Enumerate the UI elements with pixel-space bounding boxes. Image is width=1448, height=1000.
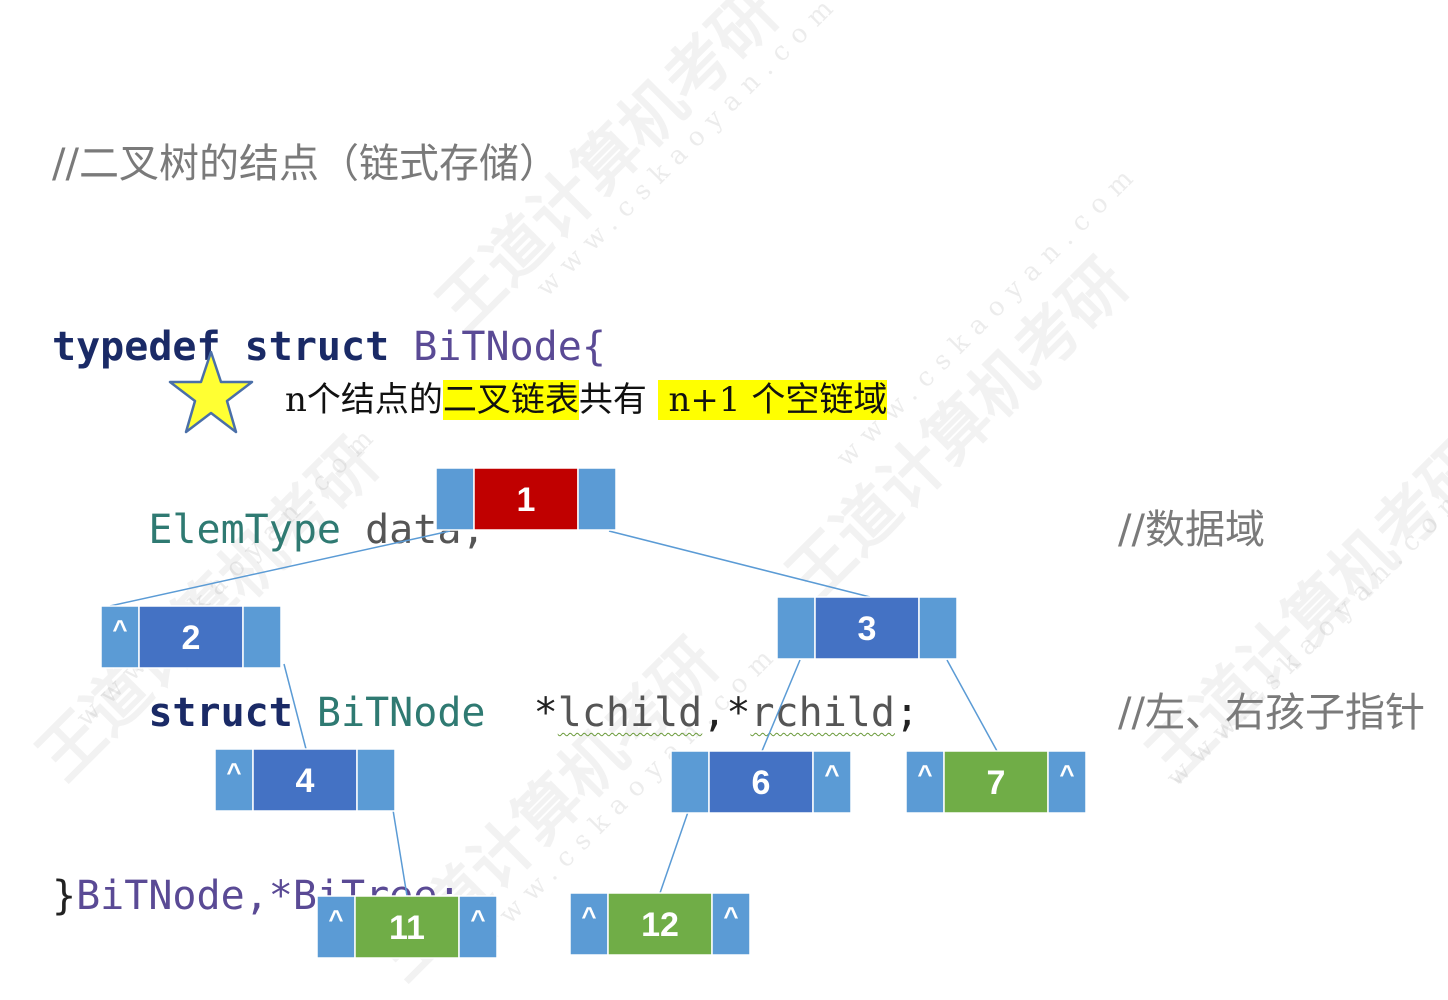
lchild-pointer-cell bbox=[776, 596, 816, 660]
node-label: 11 bbox=[389, 909, 425, 947]
null-left-pointer: ^ bbox=[226, 757, 241, 787]
tree-edge bbox=[608, 530, 871, 598]
tree-node-4: 4^ bbox=[214, 748, 396, 812]
lchild-pointer-cell bbox=[670, 750, 710, 814]
tree-node-3: 3 bbox=[776, 596, 958, 660]
tree-node-6: 6^ bbox=[670, 750, 852, 814]
lchild-pointer-cell bbox=[435, 467, 475, 531]
node-label: 7 bbox=[987, 764, 1006, 802]
tree-node-1: 1 bbox=[435, 467, 617, 531]
code-line-children: struct BiTNode *lchild,*rchild;//左、右孩子指针 bbox=[52, 683, 1425, 744]
rchild-pointer-cell bbox=[356, 748, 396, 812]
code-comment-data: //数据域 bbox=[1118, 507, 1265, 553]
data-cell bbox=[252, 748, 358, 812]
note-text-1: n个结点的 bbox=[285, 380, 443, 420]
null-right-pointer: ^ bbox=[1059, 759, 1074, 789]
rchild-pointer-cell bbox=[918, 596, 958, 660]
data-cell bbox=[607, 892, 713, 956]
tree-node-7: 7 ^ ^ bbox=[905, 750, 1087, 814]
data-cell bbox=[354, 895, 460, 959]
node-label: 2 bbox=[182, 619, 201, 657]
code-line-comment: //二叉树的结点（链式存储） bbox=[52, 134, 919, 195]
tree-edge bbox=[283, 663, 307, 750]
note-text-2: 共有 bbox=[578, 380, 647, 420]
lchild-pointer-cell bbox=[214, 748, 254, 812]
rchild-pointer-cell bbox=[1047, 750, 1087, 814]
code-star-2: * bbox=[726, 690, 751, 736]
tree-node-11: 11 ^ ^ bbox=[316, 895, 498, 959]
node-label: 3 bbox=[858, 610, 877, 648]
star-icon bbox=[168, 350, 254, 434]
code-comma: , bbox=[702, 690, 727, 736]
tree-node-12: 12 ^ ^ bbox=[569, 892, 751, 956]
empty-link-fields-note: n个结点的二叉链表共有 n+1 个空链域 bbox=[285, 372, 888, 421]
code-bitnode-type: BiTNode bbox=[316, 690, 486, 736]
code-struct-name: BiTNode{ bbox=[413, 324, 606, 370]
null-left-pointer: ^ bbox=[328, 904, 343, 934]
tree-edge bbox=[659, 811, 689, 894]
data-cell bbox=[708, 750, 814, 814]
data-cell bbox=[473, 467, 579, 531]
null-right-pointer: ^ bbox=[470, 904, 485, 934]
data-cell bbox=[138, 605, 244, 669]
lchild-pointer-cell bbox=[316, 895, 356, 959]
code-keyword-typedef: typedef bbox=[52, 324, 221, 370]
data-cell bbox=[943, 750, 1049, 814]
code-rchild: rchild bbox=[750, 690, 895, 736]
lchild-pointer-cell bbox=[905, 750, 945, 814]
note-highlight-binary-linked-list: 二叉链表 bbox=[442, 380, 579, 420]
note-highlight-null-count: n+1 个空链域 bbox=[657, 380, 888, 420]
code-lchild: lchild bbox=[557, 690, 703, 736]
code-comment-children: //左、右孩子指针 bbox=[1118, 690, 1425, 736]
node-label: 4 bbox=[296, 762, 315, 800]
null-left-pointer: ^ bbox=[581, 901, 596, 931]
tree-edge bbox=[946, 659, 998, 752]
rchild-pointer-cell bbox=[812, 750, 852, 814]
code-block: //二叉树的结点（链式存储） typedef struct BiTNode{ E… bbox=[52, 12, 1425, 988]
tree-edge bbox=[761, 659, 801, 752]
code-semicolon: ; bbox=[894, 690, 920, 736]
code-close-brace: } bbox=[52, 873, 77, 919]
tree-node-2: 2^ bbox=[100, 605, 282, 669]
code-elemtype: ElemType bbox=[148, 507, 341, 553]
rchild-pointer-cell bbox=[458, 895, 498, 959]
null-left-pointer: ^ bbox=[112, 614, 127, 644]
code-keyword-struct-2: struct bbox=[148, 690, 293, 736]
code-line-typedef: typedef struct BiTNode{ bbox=[52, 317, 919, 378]
node-label: 6 bbox=[752, 764, 771, 802]
node-label: 12 bbox=[641, 906, 679, 944]
rchild-pointer-cell bbox=[577, 467, 617, 531]
node-label: 1 bbox=[517, 481, 536, 519]
tree-edge bbox=[109, 530, 451, 607]
null-right-pointer: ^ bbox=[824, 759, 839, 789]
code-keyword-struct: struct bbox=[244, 324, 390, 370]
null-right-pointer: ^ bbox=[723, 901, 738, 931]
null-left-pointer: ^ bbox=[917, 759, 932, 789]
code-comment-title: //二叉树的结点（链式存储） bbox=[52, 141, 559, 187]
rchild-pointer-cell bbox=[711, 892, 751, 956]
data-cell bbox=[814, 596, 920, 660]
rchild-pointer-cell bbox=[242, 605, 282, 669]
tree-edge bbox=[392, 809, 408, 897]
code-star-1: * bbox=[533, 690, 558, 736]
